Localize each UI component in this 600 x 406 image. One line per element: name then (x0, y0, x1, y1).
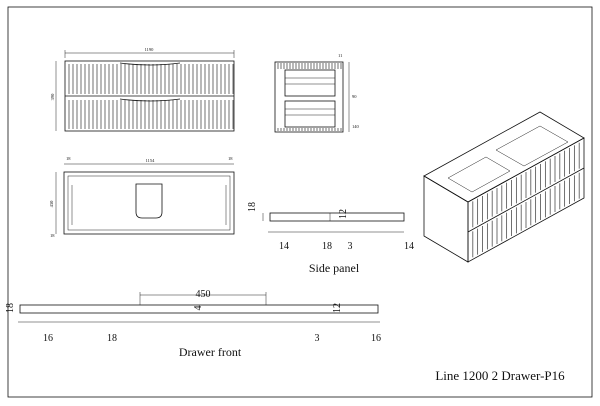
upper-drawer-box (284, 69, 336, 97)
side-panel-dim-2: 18 (322, 241, 332, 252)
drawer-hatching (285, 77, 335, 116)
drawer-front-caption: Drawer front (179, 345, 242, 359)
top-view-outline (63, 171, 235, 235)
side-dim-b: 140 (352, 124, 360, 129)
lower-drawer-box (284, 100, 336, 128)
side-dim-a: 90 (352, 94, 357, 99)
drawer-front-dim-2: 18 (107, 333, 117, 344)
top-back-label: 18 (50, 233, 55, 238)
iso-front-face (467, 137, 585, 263)
isometric-view (423, 111, 585, 263)
drawer-front-dim-4: 16 (371, 333, 381, 344)
handle-recess-top (119, 62, 181, 66)
side-dim-top: 11 (338, 53, 342, 58)
drawer-front-width: 450 (196, 289, 211, 300)
side-panel-profile (269, 212, 405, 222)
top-view-inner (67, 175, 231, 231)
front-height-label: 390 (50, 93, 55, 101)
drawer-front-groove-left: 4 (193, 306, 204, 311)
drawer-front-groove-right: 12 (332, 303, 343, 313)
drawer-front-height: 18 (5, 303, 16, 313)
side-panel-caption: Side panel (309, 261, 360, 275)
side-panel-dim-3: 3 (348, 241, 353, 252)
drawer-front-dim-3: 3 (315, 333, 320, 344)
side-panel-dim-1: 14 (279, 241, 289, 252)
iso-side-face (423, 175, 469, 263)
drawer-front-profile (19, 304, 379, 314)
drawing-title: Line 1200 2 Drawer-P16 (435, 368, 565, 383)
side-panel-dim-4: 14 (404, 241, 414, 252)
iso-cutout-opening (447, 156, 511, 193)
side-panel-height: 18 (247, 202, 258, 212)
iso-front-flutes (472, 142, 580, 258)
side-view-flutes (277, 63, 342, 131)
side-view: 11 90 140 (274, 53, 360, 133)
front-view-flutes (68, 64, 234, 129)
drawer-front-dim-1: 16 (43, 333, 53, 344)
iso-drawer-split (467, 167, 585, 233)
drawer-front-section: 450 18 4 12 16 18 3 16 Drawer front (5, 289, 381, 359)
top-left-side: 18 (66, 156, 71, 161)
side-panel-section: 18 12 14 18 3 14 Side panel (247, 202, 414, 275)
top-width-label: 1154 (146, 158, 156, 163)
front-width-label: 1190 (145, 47, 155, 52)
iso-upper-drawer-opening (495, 125, 569, 167)
plumbing-cutout (135, 183, 163, 219)
front-view: 1190 390 (50, 47, 235, 132)
handle-recess-bottom (119, 98, 181, 102)
side-view-outline (274, 61, 344, 133)
side-panel-groove-dim: 12 (338, 209, 349, 219)
top-right-side: 18 (228, 156, 233, 161)
top-view: 1154 18 18 430 18 (49, 156, 235, 238)
sheet-border (7, 6, 593, 398)
top-depth-label: 430 (49, 200, 54, 208)
